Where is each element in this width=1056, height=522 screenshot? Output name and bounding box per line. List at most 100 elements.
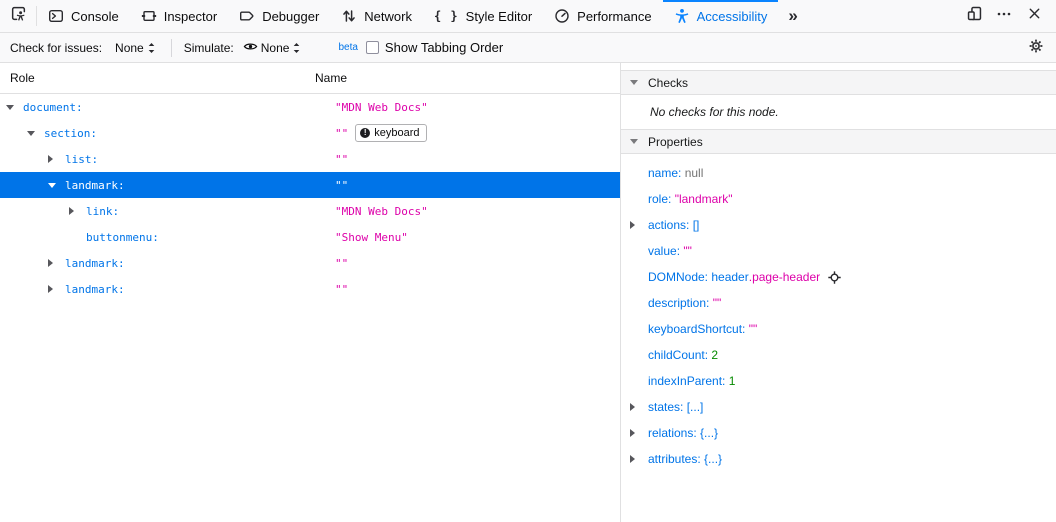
property-row-domnode[interactable]: DOMNode: header.page-header — [621, 264, 1056, 290]
inspector-icon — [141, 8, 157, 24]
tab-label: Debugger — [262, 8, 320, 24]
property-row-description[interactable]: description: "" — [621, 290, 1056, 316]
tree-row-landmark[interactable]: landmark: "" — [0, 172, 620, 198]
eye-icon — [243, 39, 258, 57]
property-row-role[interactable]: role: "landmark" — [621, 186, 1056, 212]
check-for-issues-dropdown[interactable]: None — [112, 39, 159, 57]
updown-icon — [292, 41, 301, 55]
property-row-name[interactable]: name: null — [621, 160, 1056, 186]
updown-icon — [147, 41, 156, 55]
close-devtools-button[interactable] — [1022, 4, 1046, 28]
checks-title: Checks — [648, 75, 689, 90]
tree-row-document[interactable]: document: "MDN Web Docs" — [0, 94, 620, 120]
property-row-keyboardshortcut[interactable]: keyboardShortcut: "" — [621, 316, 1056, 342]
twisty-icon[interactable] — [630, 455, 648, 463]
tab-accessibility[interactable]: Accessibility — [662, 0, 779, 32]
tree-name-cell: "" — [335, 179, 348, 192]
property-name: description: — [648, 296, 713, 310]
chevron-down-icon — [630, 137, 640, 147]
tab-style-editor[interactable]: { } Style Editor — [423, 0, 543, 32]
tab-label: Network — [364, 8, 412, 24]
tree-role: landmark: — [65, 256, 125, 270]
tree-name-cell: "MDN Web Docs" — [335, 101, 428, 114]
tab-label: Performance — [577, 8, 652, 24]
tree-row-landmark[interactable]: landmark:"" — [0, 250, 620, 276]
tab-inspector[interactable]: Inspector — [130, 0, 228, 32]
checks-section-header[interactable]: Checks — [621, 70, 1056, 95]
tree-role: section: — [44, 126, 97, 140]
accessibility-tree-pane: Role Name document: "MDN Web Docs" section… — [0, 63, 620, 522]
property-row-indexinparent[interactable]: indexInParent: 1 — [621, 368, 1056, 394]
property-row-childcount[interactable]: childCount: 2 — [621, 342, 1056, 368]
property-name: keyboardShortcut: — [648, 322, 749, 336]
tab-network[interactable]: Network — [330, 0, 423, 32]
check-for-issues-value: None — [115, 40, 144, 55]
simulate-dropdown[interactable]: None — [240, 37, 305, 59]
twisty-icon[interactable] — [69, 206, 79, 216]
tab-debugger[interactable]: Debugger — [228, 0, 330, 32]
property-value: null — [684, 166, 704, 180]
twisty-icon[interactable] — [48, 154, 58, 164]
accessibility-settings-button[interactable] — [1028, 38, 1044, 57]
property-name: role: — [648, 192, 675, 206]
property-name: relations: — [648, 426, 701, 440]
tree-role: landmark: — [65, 178, 125, 192]
property-row-relations[interactable]: relations: {...} — [621, 420, 1056, 446]
tree-role: list: — [65, 152, 99, 166]
tab-label: Style Editor — [465, 8, 533, 24]
show-tabbing-order-label[interactable]: Show Tabbing Order — [384, 40, 504, 55]
twisty-icon[interactable] — [630, 221, 648, 229]
property-name: indexInParent: — [648, 374, 729, 388]
tree-row-list[interactable]: list:"" — [0, 146, 620, 172]
accessibility-toolbar: Check for issues: None Simulate: None be… — [0, 33, 1056, 63]
property-value: header — [711, 270, 749, 284]
property-row-attributes[interactable]: attributes: {...} — [621, 446, 1056, 472]
property-row-value[interactable]: value: "" — [621, 238, 1056, 264]
property-value: .page-header — [748, 270, 821, 284]
more-tabs-button[interactable]: » — [778, 0, 807, 32]
tab-label: Inspector — [163, 8, 218, 24]
inspect-icon[interactable] — [827, 270, 842, 285]
tree-role: landmark: — [65, 282, 125, 296]
twisty-icon[interactable] — [630, 403, 648, 411]
property-name: states: — [648, 400, 687, 414]
property-row-states[interactable]: states: [...] — [621, 394, 1056, 420]
tree-name-cell: ""!keyboard — [335, 124, 427, 142]
tree-row-landmark[interactable]: landmark:"" — [0, 276, 620, 302]
property-row-actions[interactable]: actions: [] — [621, 212, 1056, 238]
devtools-menu-button[interactable] — [992, 4, 1016, 28]
style-editor-icon: { } — [433, 9, 459, 23]
tab-performance[interactable]: Performance — [543, 0, 662, 32]
tree-row-buttonmenu[interactable]: buttonmenu:"Show Menu" — [0, 224, 620, 250]
properties-section-header[interactable]: Properties — [621, 129, 1056, 154]
chevron-down-icon — [630, 78, 640, 88]
twisty-icon[interactable] — [48, 258, 58, 268]
simulate-value: None — [260, 40, 290, 55]
network-icon — [341, 8, 357, 24]
pick-accessible-object-button[interactable] — [0, 0, 36, 32]
toolbar-separator — [170, 38, 172, 57]
property-value: "" — [712, 296, 722, 310]
tree-row-section[interactable]: section: ""!keyboard — [0, 120, 620, 146]
performance-icon — [554, 8, 570, 24]
twisty-icon[interactable] — [630, 429, 648, 437]
debugger-icon — [239, 8, 255, 24]
show-tabbing-order-checkbox[interactable] — [365, 41, 379, 54]
tree-row-link[interactable]: link:"MDN Web Docs" — [0, 198, 620, 224]
property-name: DOMNode: — [648, 270, 712, 284]
property-name: name: — [648, 166, 685, 180]
tree-column-headers: Role Name — [0, 63, 620, 94]
tree-name-value: "MDN Web Docs" — [335, 204, 428, 218]
responsive-design-mode-button[interactable] — [962, 4, 986, 28]
property-name: value: — [648, 244, 684, 258]
twisty-icon[interactable] — [27, 128, 37, 138]
property-value: {...} — [700, 426, 719, 440]
twisty-icon[interactable] — [6, 102, 16, 112]
tree-role: document: — [23, 100, 83, 114]
twisty-icon[interactable] — [48, 180, 58, 190]
keyboard-audit-badge[interactable]: !keyboard — [355, 124, 427, 142]
twisty-icon[interactable] — [48, 284, 58, 294]
tab-console[interactable]: Console — [37, 0, 130, 32]
